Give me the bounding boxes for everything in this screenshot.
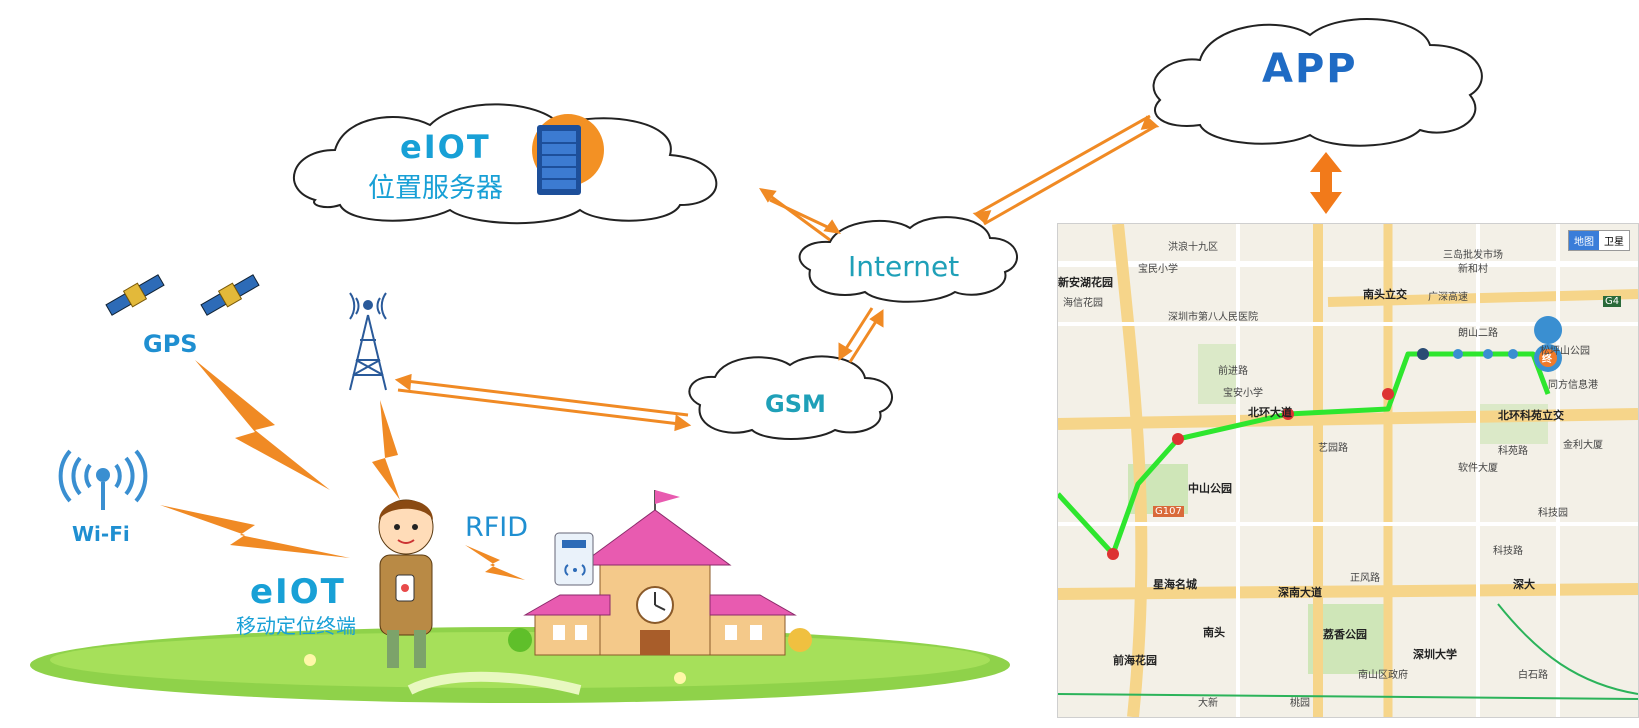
map-label: 深圳市第八人民医院: [1168, 312, 1258, 323]
map-label: 三岛批发市场: [1443, 250, 1503, 261]
gsm-cloud: [688, 355, 893, 440]
arrow-gsm-internet: [838, 307, 884, 363]
map-label: 前海花园: [1113, 654, 1157, 667]
arrow-internet-app: [972, 114, 1160, 226]
gsm-label: GSM: [765, 390, 826, 418]
gps-label: GPS: [143, 330, 198, 358]
server-icon: [532, 114, 604, 195]
end-marker-label: 终: [1542, 354, 1552, 365]
map-type-toggle[interactable]: 地图 卫星: [1568, 230, 1630, 251]
internet-label: Internet: [848, 250, 960, 283]
map-label: 深南大道: [1278, 586, 1322, 599]
map-label: 朗山二路: [1458, 328, 1498, 339]
map-label: 宝安小学: [1223, 388, 1263, 399]
tower-signal: [372, 400, 400, 500]
map-label: 南头立交: [1363, 288, 1407, 301]
map-label: 广深高速: [1428, 292, 1468, 303]
map-mode-button[interactable]: 地图: [1569, 231, 1599, 250]
server-label: 位置服务器: [368, 173, 503, 204]
map-label: 宝民小学: [1138, 264, 1178, 275]
map-label: 软件大厦: [1458, 463, 1498, 474]
server-cloud: [292, 103, 718, 225]
map-label: 洪浪十九区: [1168, 242, 1218, 253]
map-label: G107: [1153, 506, 1184, 517]
arrow-tower-gsm: [394, 373, 692, 432]
map-label: G4: [1603, 296, 1622, 307]
map-label: 北环科苑立交: [1498, 409, 1564, 422]
map-label: 科苑路: [1498, 446, 1528, 457]
map-label: 金利大厦: [1563, 440, 1603, 451]
map-label: 白石路: [1518, 670, 1548, 681]
map-label: 大新: [1198, 698, 1218, 709]
map-label: 新安湖花园: [1058, 276, 1113, 289]
satellite-icon-1: [105, 274, 165, 316]
map-label: 松坪山公园: [1540, 346, 1590, 357]
map-label: 荔香公园: [1323, 628, 1367, 641]
arrow-server-internet: [759, 187, 841, 242]
school-icon: [508, 490, 812, 656]
map-label: 科技路: [1493, 546, 1523, 557]
map-label: 桃园: [1290, 698, 1310, 709]
map-label: 海信花园: [1063, 298, 1103, 309]
rfid-signal: [465, 545, 525, 580]
map-label: 南山区政府: [1358, 670, 1408, 681]
server-brand: eIOT: [400, 128, 491, 166]
rfid-label: RFID: [465, 512, 529, 543]
map-label: 艺园路: [1318, 443, 1348, 454]
map-label: 深圳大学: [1413, 648, 1457, 661]
map-label: 中山公园: [1188, 482, 1232, 495]
map-label: 星海名城: [1153, 578, 1197, 591]
map-panel[interactable]: 地图 卫星 终 洪浪十九区 宝民小学 新安湖花园 海信花园 深圳市第八人民医院 …: [1057, 223, 1639, 718]
map-label: 科技园: [1538, 508, 1568, 519]
map-label: 深大: [1513, 578, 1535, 591]
map-roads: [1058, 224, 1638, 717]
map-label: 正风路: [1350, 573, 1380, 584]
cell-tower-icon: [349, 292, 387, 391]
terminal-label: 移动定位终端: [236, 614, 356, 638]
map-label: 南头: [1203, 626, 1225, 639]
wifi-label: Wi-Fi: [72, 522, 130, 546]
satellite-mode-button[interactable]: 卫星: [1604, 237, 1624, 248]
wifi-icon: [58, 449, 148, 510]
map-label: 同方信息港: [1548, 380, 1598, 391]
map-label: 北环大道: [1248, 406, 1292, 419]
wifi-signal: [160, 505, 350, 558]
child-with-tracker-icon: [378, 499, 434, 668]
rfid-reader-icon: [554, 532, 594, 586]
map-label: 前进路: [1218, 366, 1248, 377]
app-label: APP: [1262, 46, 1358, 92]
satellite-icon-2: [200, 274, 260, 316]
map-label: 新和村: [1458, 264, 1488, 275]
app-cloud: [1152, 18, 1483, 147]
gps-signal: [195, 360, 330, 490]
terminal-brand: eIOT: [250, 572, 346, 612]
arrow-app-map: [1310, 152, 1342, 214]
